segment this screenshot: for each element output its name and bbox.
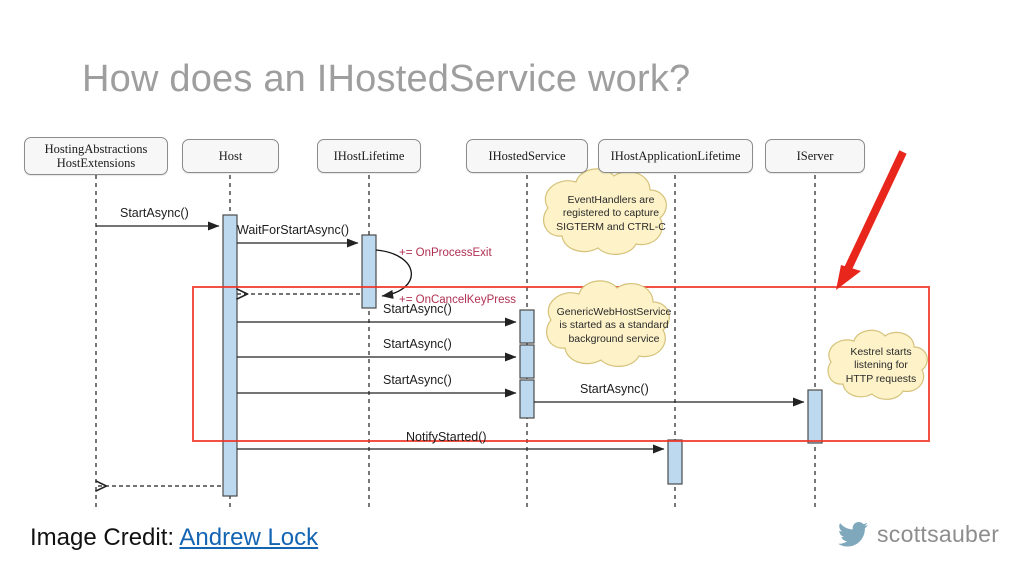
- participant-label: IHostApplicationLifetime: [610, 149, 741, 163]
- message-label-notifystarted: NotifyStarted(): [406, 430, 487, 444]
- page-title: How does an IHostedService work?: [82, 58, 691, 100]
- message-label-waitforstartasync: WaitForStartAsync(): [237, 223, 350, 237]
- sequence-diagram: HostingAbstractions HostExtensions Host …: [0, 130, 1024, 510]
- message-label-startasync-iserver: StartAsync(): [580, 382, 649, 396]
- annotation-line-onprocessexit: += OnProcessExit: [399, 246, 492, 259]
- participant-ihostapplicationlifetime: IHostApplicationLifetime: [598, 139, 753, 173]
- participant-hostingabstractions: HostingAbstractions HostExtensions: [24, 137, 168, 175]
- twitter-handle: scottsauber: [838, 521, 999, 548]
- participant-ihostlifetime: IHostLifetime: [317, 139, 421, 173]
- twitter-handle-text: scottsauber: [877, 521, 1000, 547]
- note-kestrel-text: Kestrel starts listening for HTTP reques…: [845, 345, 917, 385]
- image-credit-prefix: Image Credit:: [30, 524, 180, 551]
- note-eventhandlers-text: EventHandlers are registered to capture …: [556, 193, 666, 233]
- note-genericwebhost: GenericWebHostService is started as a st…: [541, 290, 687, 362]
- note-kestrel: Kestrel starts listening for HTTP reques…: [826, 335, 936, 397]
- participant-label: IHostedService: [488, 149, 566, 163]
- note-genericwebhost-text: GenericWebHostService is started as a st…: [556, 305, 672, 345]
- participant-iserver: IServer: [765, 139, 865, 173]
- twitter-bird-icon: [838, 522, 868, 547]
- self-message-loop: [375, 249, 412, 299]
- participant-label-line2: HostExtensions: [56, 156, 136, 170]
- note-cloud-kestrel: [827, 329, 928, 400]
- message-arrows: [96, 221, 805, 486]
- message-label-startasync-3: StartAsync(): [383, 373, 452, 387]
- image-credit: Image Credit: Andrew Lock: [30, 524, 318, 552]
- note-cloud-eventhandlers: [543, 168, 667, 255]
- annotation-event-handlers-code: += OnProcessExit += OnCancelKeyPress: [399, 214, 516, 341]
- note-eventhandlers: EventHandlers are registered to capture …: [538, 178, 684, 250]
- note-cloud-genericwebhost: [546, 280, 670, 367]
- participant-label: IServer: [796, 149, 834, 163]
- participant-label: Host: [218, 149, 243, 163]
- participant-label-line1: HostingAbstractions: [44, 142, 148, 156]
- activation-bars: [222, 214, 823, 497]
- message-label-startasync-2: StartAsync(): [383, 337, 452, 351]
- participant-label: IHostLifetime: [333, 149, 405, 163]
- annotation-line-oncancelkeypress: += OnCancelKeyPress: [399, 294, 516, 307]
- diagram-vector-layer: [0, 150, 930, 510]
- message-label-startasync-1: StartAsync(): [383, 302, 452, 316]
- participant-host: Host: [182, 139, 279, 173]
- message-label-startasync-host: StartAsync(): [120, 206, 189, 220]
- highlight-rectangle: [192, 286, 930, 442]
- image-credit-link[interactable]: Andrew Lock: [179, 524, 319, 551]
- red-pointer-arrow: [836, 150, 907, 290]
- participant-ihostedservice: IHostedService: [466, 139, 588, 173]
